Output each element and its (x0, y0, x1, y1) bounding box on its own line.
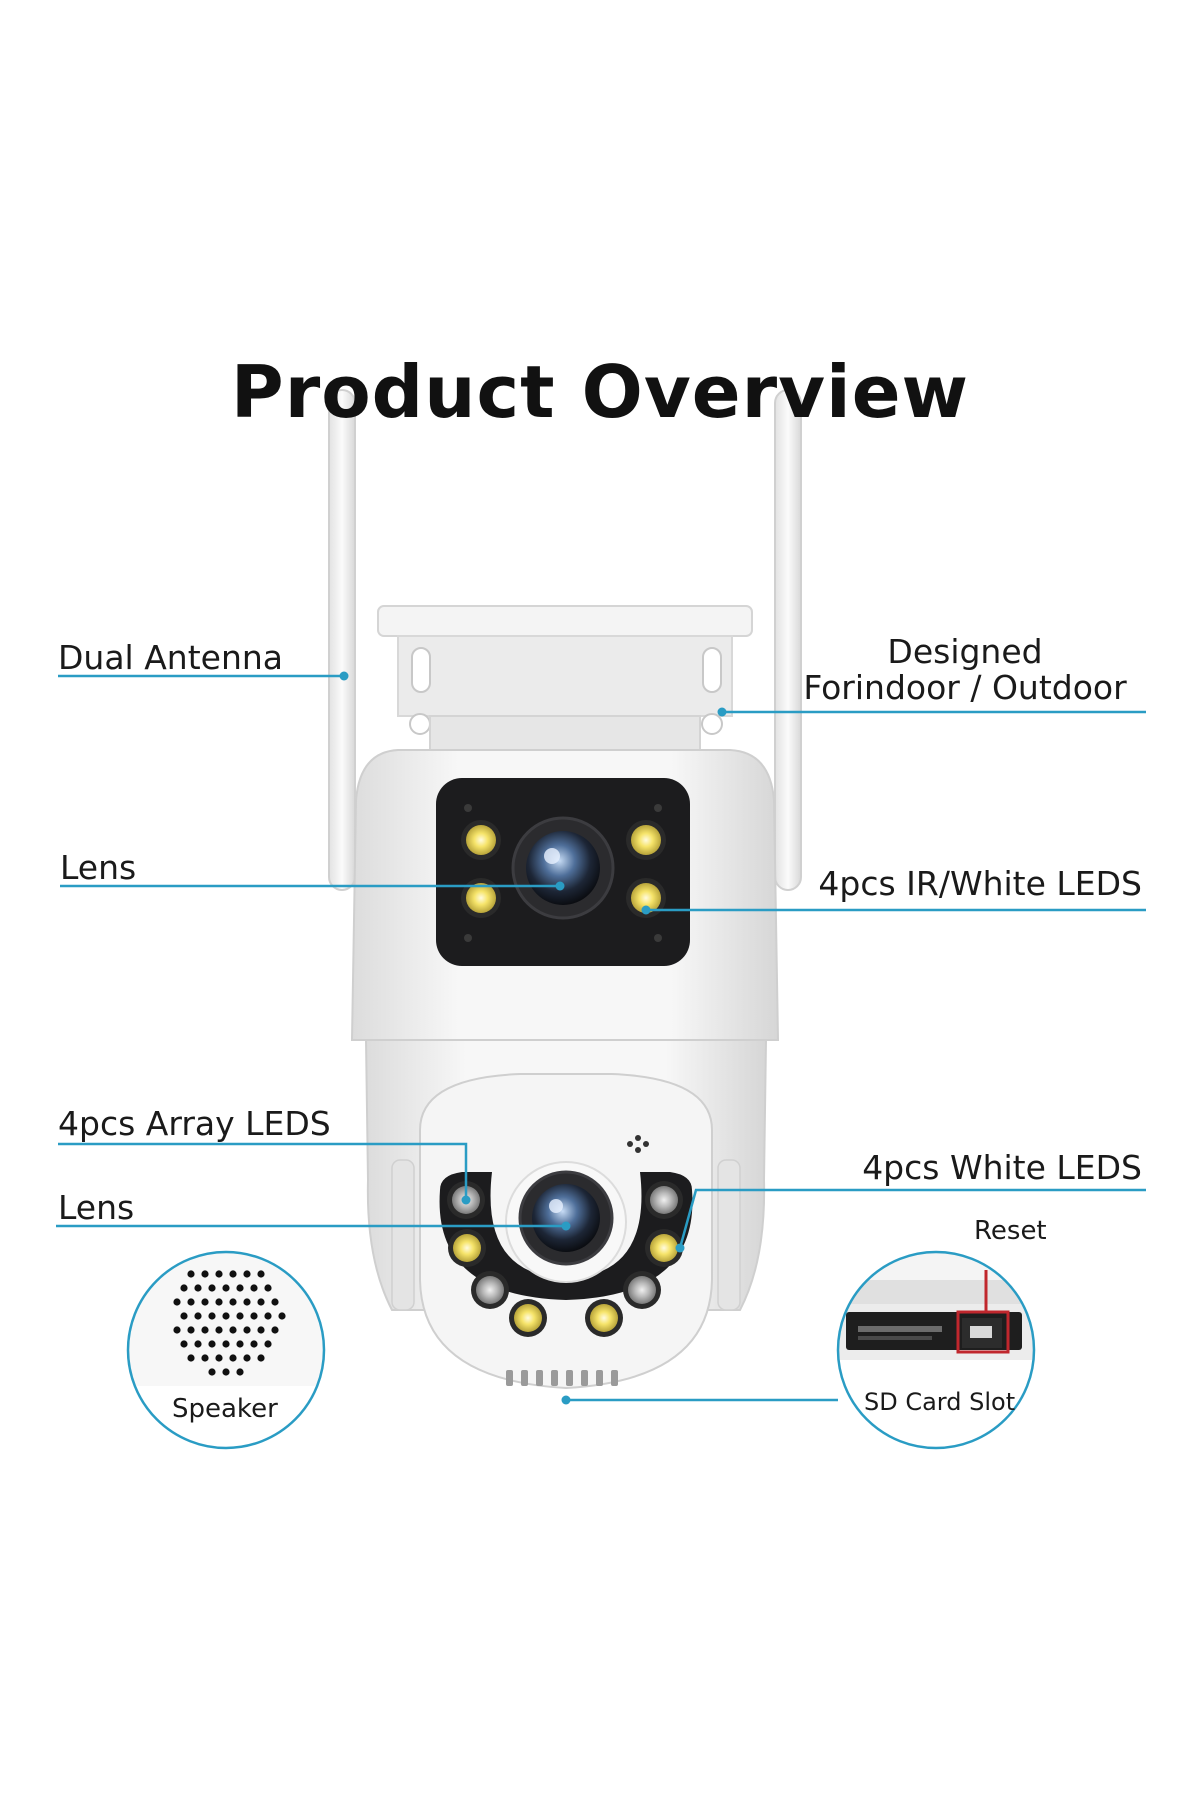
speaker-hole (236, 1284, 244, 1292)
speaker-hole (180, 1284, 188, 1292)
speaker-hole (236, 1312, 244, 1320)
label-lens-bottom: Lens (58, 1188, 135, 1227)
speaker-hole (257, 1326, 265, 1334)
speaker-hole (264, 1312, 272, 1320)
speaker-hole (194, 1284, 202, 1292)
speaker-hole (243, 1298, 251, 1306)
label-dual-antenna: Dual Antenna (58, 638, 283, 677)
label-sd-card-slot: SD Card Slot (864, 1388, 1016, 1416)
speaker-hole (264, 1284, 272, 1292)
speaker-hole (250, 1312, 258, 1320)
label-designed-line1: Designed (887, 632, 1043, 671)
speaker-grille-slots (506, 1370, 618, 1386)
speaker-hole (243, 1270, 251, 1278)
speaker-hole (257, 1354, 265, 1362)
speaker-hole (229, 1270, 237, 1278)
speaker-hole (208, 1368, 216, 1376)
speaker-inset (126, 1250, 326, 1450)
upper-housing (350, 749, 780, 1041)
label-lens-top: Lens (60, 848, 137, 887)
dome (419, 1073, 713, 1390)
antenna-left (328, 389, 356, 891)
page-title: Product Overview (230, 350, 970, 434)
speaker-hole (271, 1298, 279, 1306)
speaker-hole (222, 1284, 230, 1292)
speaker-hole (222, 1368, 230, 1376)
speaker-hole (194, 1340, 202, 1348)
speaker-hole (208, 1340, 216, 1348)
reset-marker-box (956, 1310, 1010, 1354)
speaker-hole (250, 1340, 258, 1348)
speaker-hole (187, 1298, 195, 1306)
speaker-hole (236, 1340, 244, 1348)
speaker-hole (229, 1298, 237, 1306)
speaker-hole (243, 1354, 251, 1362)
speaker-hole (264, 1340, 272, 1348)
speaker-hole (271, 1326, 279, 1334)
antenna-right (774, 389, 802, 891)
mounting-bracket (377, 605, 753, 751)
speaker-hole (229, 1354, 237, 1362)
speaker-hole (278, 1312, 286, 1320)
speaker-hole (257, 1270, 265, 1278)
speaker-hole (173, 1326, 181, 1334)
speaker-hole (201, 1270, 209, 1278)
speaker-hole (201, 1354, 209, 1362)
speaker-hole (215, 1270, 223, 1278)
speaker-hole (215, 1298, 223, 1306)
speaker-hole (215, 1326, 223, 1334)
speaker-hole (180, 1312, 188, 1320)
speaker-hole (173, 1298, 181, 1306)
speaker-hole (222, 1312, 230, 1320)
label-designed-line2: Forindoor / Outdoor (803, 668, 1127, 707)
speaker-hole (187, 1354, 195, 1362)
speaker-hole (208, 1284, 216, 1292)
label-reset: Reset (974, 1216, 1047, 1246)
speaker-hole (201, 1298, 209, 1306)
speaker-hole (180, 1340, 188, 1348)
speaker-hole (208, 1312, 216, 1320)
label-ir-white-leds: 4pcs IR/White LEDS (818, 864, 1142, 903)
speaker-hole (250, 1284, 258, 1292)
speaker-hole (187, 1270, 195, 1278)
speaker-hole (201, 1326, 209, 1334)
speaker-hole (229, 1326, 237, 1334)
label-white-leds: 4pcs White LEDS (862, 1148, 1142, 1187)
label-array-leds: 4pcs Array LEDS (58, 1104, 331, 1143)
speaker-hole (215, 1354, 223, 1362)
speaker-hole (222, 1340, 230, 1348)
speaker-hole (194, 1312, 202, 1320)
speaker-hole (257, 1298, 265, 1306)
speaker-hole (187, 1326, 195, 1334)
label-speaker: Speaker (172, 1394, 278, 1424)
sd-card-inset (836, 1250, 1036, 1450)
speaker-hole (236, 1368, 244, 1376)
speaker-hole (243, 1326, 251, 1334)
